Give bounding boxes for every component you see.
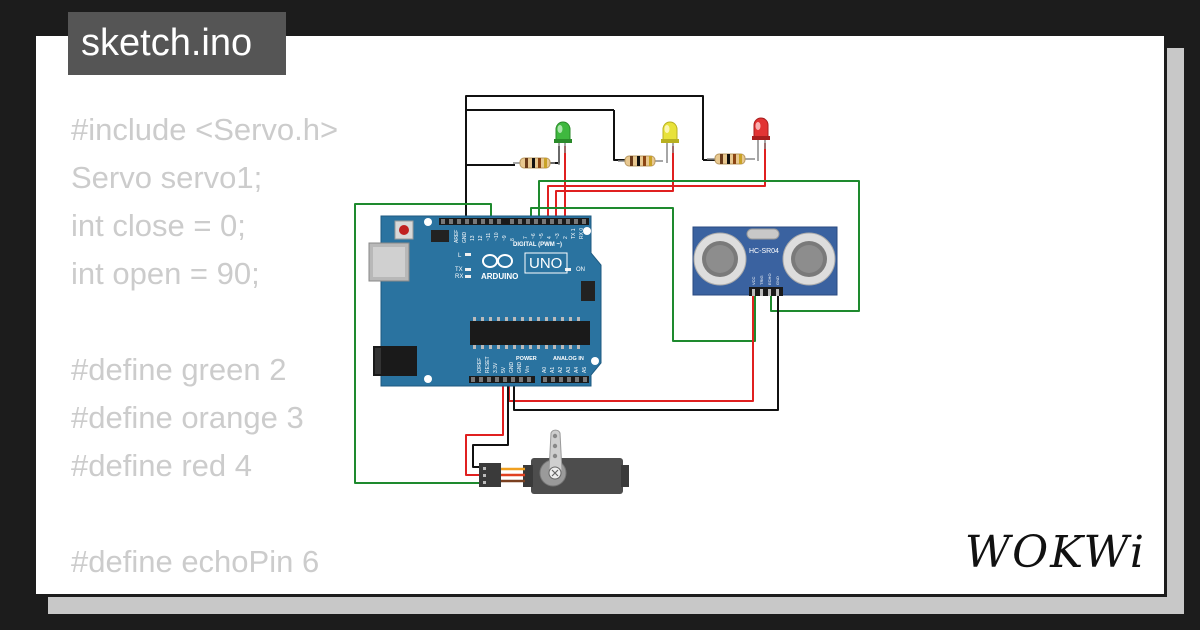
wires [354,95,860,484]
pin-label-10: ~10 [494,232,500,241]
pin-label-rx: RX 0 [579,228,585,239]
icsp-header [431,230,449,242]
pin-label-6: ~6 [531,233,537,239]
on-label: ON [576,267,585,273]
code-line: Servo servo1; [71,160,263,195]
pin-label-4: 4 [547,236,553,239]
code-listing: #include <Servo.h> Servo servo1; int clo… [71,106,339,594]
pin-label-reset: RESET [485,356,491,373]
code-line: int close = 0; [71,208,246,243]
resistor-1 [513,157,555,169]
wire-ground-gnd [513,296,779,411]
pin-label-a5: A5 [582,367,588,373]
power-header [469,376,535,383]
power-label: POWER [516,356,537,362]
pin-label-vin: Vin [525,366,531,373]
digital-label: DIGITAL (PWM ~) [513,242,562,248]
sensor-pin-vcc: VCC [751,276,756,285]
resistors [513,153,755,169]
rx-label: RX [455,274,463,280]
pin-label-a0: A0 [542,367,548,373]
icsp-right-header [581,281,595,301]
wire-led-red-signal [547,143,766,218]
wire-ground-led-bus [465,95,704,216]
pin-label-gnd: GND [462,232,468,244]
sensor-transducer-right [782,232,836,286]
servo-horn [548,429,563,472]
pin-label-tx: TX 1 [571,228,577,239]
pin-label-3v3: 3.3V [493,362,499,373]
code-line: int open = 90; [71,256,260,291]
pin-label-aref: AREF [454,230,460,243]
led-green[interactable] [554,121,572,165]
pin-label-9: ~9 [502,235,508,241]
analog-header [541,376,589,383]
wire-led-green-anode [549,146,560,164]
board-model: UNO [529,255,562,272]
pin-label-11: ~11 [486,233,492,241]
wire-green-sensor-echo [538,180,860,312]
pin-label-ioref: IOREF [477,358,483,373]
code-line: #define orange 3 [71,400,304,435]
filename-tab[interactable]: sketch.ino [68,12,286,75]
mounting-holes [424,218,599,383]
code-line: #include <Servo.h> [71,112,339,147]
pin-label-3: ~3 [555,233,561,239]
board-brand: ARDUINO [481,272,518,281]
wire-green-sensor-trig [530,207,756,342]
code-line: #define green 2 [71,352,287,387]
preview-card: #include <Servo.h> Servo servo1; int clo… [33,33,1167,597]
pin-label-gnd1: GND [509,362,515,374]
sensor-pin-gnd: GND [775,276,780,285]
tx-label: TX [455,267,463,273]
code-line: #define trigPin 7 [71,586,338,594]
pin-label-13: 13 [470,235,476,241]
led-red[interactable] [752,117,770,161]
pin-label-a1: A1 [550,367,556,373]
wire-servo-power [465,383,504,476]
wire-green-left-loop [354,203,492,484]
wire-servo-ground [472,383,509,468]
servo-connector [479,463,501,487]
resistor-2 [618,155,663,167]
digital-pin-labels: AREF GND 13 12 ~11 ~10 ~9 8 7 ~6 ~5 4 ~3… [454,228,585,243]
pin-label-5v: 5V [501,366,507,373]
digital-header-pins [441,219,586,224]
pin-label-a3: A3 [566,367,572,373]
code-line: #define echoPin 6 [71,544,320,579]
pin-label-gnd2: GND [517,362,523,374]
wokwi-logo: WOKWi [964,527,1146,578]
pin-label-5: ~5 [539,233,545,239]
sensor-model-label: HC-SR04 [749,248,779,255]
circuit-diagram[interactable]: AREF GND 13 12 ~11 ~10 ~9 8 7 ~6 ~5 4 ~3… [36,36,1164,594]
sensor-pin-labels: VCC TRIG ECHO GND [751,273,780,285]
sensor-pin-trig: TRIG [759,275,764,285]
ultrasonic-sensor[interactable]: HC-SR04 VCC TRIG ECHO GND [692,226,838,296]
sensor-pin-echo: ECHO [767,273,772,285]
power-pin-labels: IOREF RESET 3.3V 5V GND GND Vin A0 A1 A2… [477,356,588,373]
indicator-leds [465,253,571,278]
pin-label-2: 2 [563,236,569,239]
analog-label: ANALOG IN [553,356,584,362]
resistor-3 [707,153,755,165]
pin-label-a2: A2 [558,367,564,373]
pin-label-8: 8 [510,238,516,241]
arduino-logo-icon [482,254,513,268]
led-yellow[interactable] [661,121,679,163]
sensor-pin-header [749,287,783,296]
pin-label-a4: A4 [574,367,580,373]
pin-label-7: 7 [523,236,529,239]
wire-led-yellow-signal [555,146,674,218]
arduino-uno-board[interactable]: AREF GND 13 12 ~11 ~10 ~9 8 7 ~6 ~5 4 ~3… [368,215,602,387]
l-label: L [458,253,462,259]
sensor-transducer-left [693,232,747,286]
pin-label-12: 12 [478,235,484,241]
wire-ground-yellow-led [613,110,625,161]
atmega-chip [470,321,590,345]
servo-motor[interactable] [479,429,629,494]
code-line: #define red 4 [71,448,252,483]
